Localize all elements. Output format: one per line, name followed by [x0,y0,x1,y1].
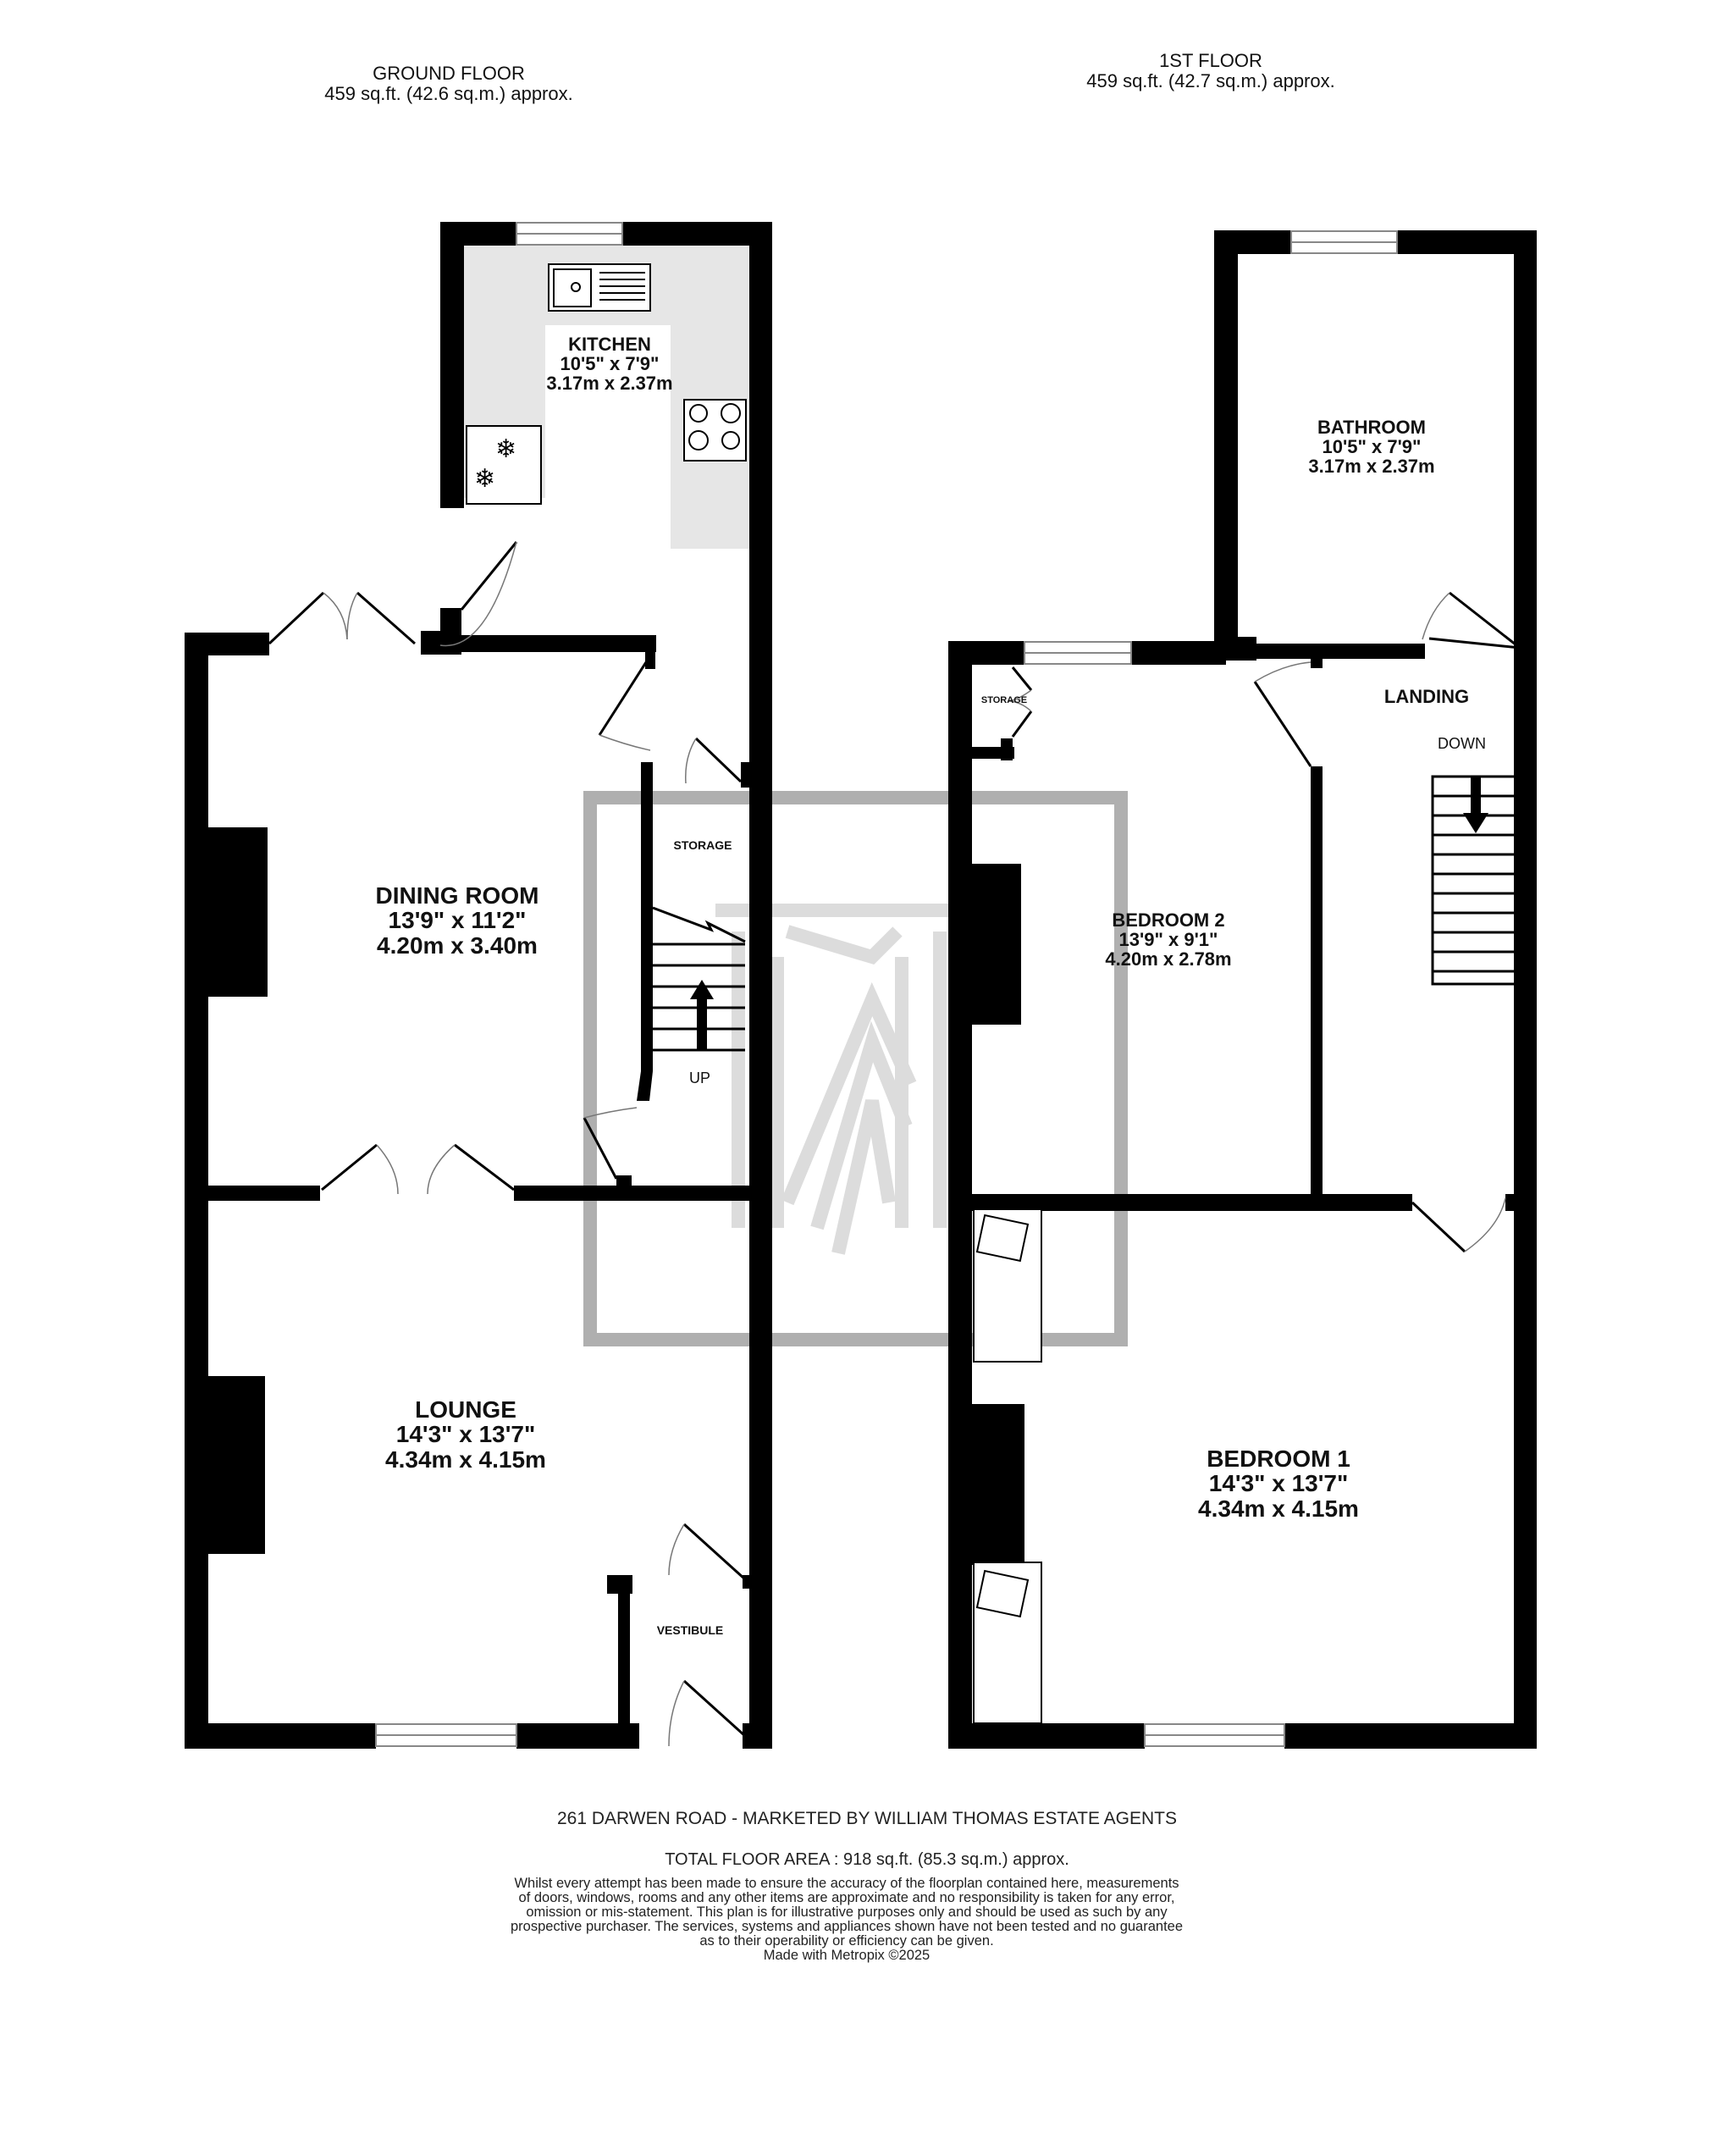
disclaimer-line: Whilst every attempt has been made to en… [514,1876,1179,1891]
kitchen-name: KITCHEN [568,334,651,355]
room-label-bedroom-2: BEDROOM 2 13'9" x 9'1" 4.20m x 2.78m [1063,910,1274,969]
first-floor-title: 1ST FLOOR [1159,50,1262,71]
room-label-dining-room: DINING ROOM 13'9" x 11'2" 4.20m x 3.40m [322,882,593,959]
first-floor-door-arcs [1007,592,1506,1252]
metropix-credit: Made with Metropix ©2025 [763,1948,931,1963]
ground-floor-title: GROUND FLOOR [373,63,525,84]
room-label-lounge: LOUNGE 14'3" x 13'7" 4.34m x 4.15m [339,1396,593,1473]
dining-room-dim-imperial: 13'9" x 11'2" [388,907,527,934]
ground-floor-windows [375,222,623,1747]
kitchen-label-bg [545,325,671,554]
stairs-down-arrow-icon [1463,777,1488,833]
disclaimer-line: prospective purchaser. The services, sys… [510,1919,1184,1934]
ground-floor-doors [268,541,747,1738]
sink-icon [548,263,651,312]
ground-floor-plan: ❄ ❄ [185,222,772,1749]
kitchen-dim-metric: 3.17m x 2.37m [546,373,673,395]
room-label-ground-storage: STORAGE [660,839,745,852]
first-floor-plan [948,230,1537,1749]
ground-storage-name: STORAGE [673,838,732,852]
bedroom-1-name: BEDROOM 1 [1207,1446,1350,1472]
bedroom-1-dim-imperial: 14'3" x 13'7" [1208,1470,1349,1497]
first-floor-walls [948,230,1537,1749]
room-label-vestibule: VESTIBULE [637,1624,743,1637]
lounge-dim-metric: 4.34m x 4.15m [385,1446,546,1473]
bedroom-1-fitted-units [973,1208,1042,1724]
first-storage-name: STORAGE [980,695,1028,705]
stairs-up-arrow-icon [690,980,714,1050]
room-label-first-storage: STORAGE [975,695,1033,706]
fridge-freezer-icon: ❄ ❄ [466,425,542,505]
disclaimer-line: omission or mis-statement. This plan is … [526,1904,1168,1920]
disclaimer: Whilst every attempt has been made to en… [474,1877,1219,1963]
svg-text:❄: ❄ [495,434,516,464]
watermark-logo [583,791,1128,1346]
room-label-bedroom-1: BEDROOM 1 14'3" x 13'7" 4.34m x 4.15m [1151,1446,1405,1522]
landing-name: LANDING [1383,686,1470,707]
first-floor-header: 1ST FLOOR 459 sq.ft. (42.7 sq.m.) approx… [1033,51,1389,91]
first-floor-windows [1024,230,1398,1747]
property-address: 261 DARWEN ROAD - MARKETED BY WILLIAM TH… [556,1809,1178,1828]
first-floor-area: 459 sq.ft. (42.7 sq.m.) approx. [1086,70,1335,91]
bathroom-dim-metric: 3.17m x 2.37m [1308,456,1435,478]
lounge-name: LOUNGE [415,1396,516,1423]
kitchen-dim-imperial: 10'5" x 7'9" [560,353,660,375]
room-label-landing: LANDING [1363,687,1490,706]
bedroom-1-dim-metric: 4.34m x 4.15m [1198,1495,1359,1522]
hob-icon [683,399,747,462]
lounge-dim-imperial: 14'3" x 13'7" [395,1421,536,1448]
ground-floor-header: GROUND FLOOR 459 sq.ft. (42.6 sq.m.) app… [271,64,627,104]
total-floor-area: TOTAL FLOOR AREA : 918 sq.ft. (85.3 sq.m… [665,1850,1069,1869]
disclaimer-line: as to their operability or efficiency ca… [699,1933,994,1949]
disclaimer-line: of doors, windows, rooms and any other i… [518,1890,1175,1905]
room-label-kitchen: KITCHEN 10'5" x 7'9" 3.17m x 2.37m [508,334,711,393]
dining-room-name: DINING ROOM [375,882,539,909]
svg-text:❄: ❄ [474,464,495,494]
dining-room-dim-metric: 4.20m x 3.40m [377,932,538,959]
bathroom-name: BATHROOM [1317,417,1426,438]
ground-floor-walls [185,222,772,1749]
stairs-up-label: UP [689,1070,711,1086]
ground-floor-door-arcs [323,541,697,1747]
stairs-down-label: DOWN [1438,735,1486,752]
first-floor-doors [1011,591,1521,1253]
room-label-bathroom: BATHROOM 10'5" x 7'9" 3.17m x 2.37m [1266,417,1477,476]
vestibule-name: VESTIBULE [656,1623,724,1637]
bedroom-2-dim-metric: 4.20m x 2.78m [1105,948,1232,970]
ground-floor-area: 459 sq.ft. (42.6 sq.m.) approx. [324,83,573,104]
bedroom-2-dim-imperial: 13'9" x 9'1" [1118,929,1218,951]
bathroom-dim-imperial: 10'5" x 7'9" [1322,436,1422,458]
bedroom-2-name: BEDROOM 2 [1112,909,1225,931]
